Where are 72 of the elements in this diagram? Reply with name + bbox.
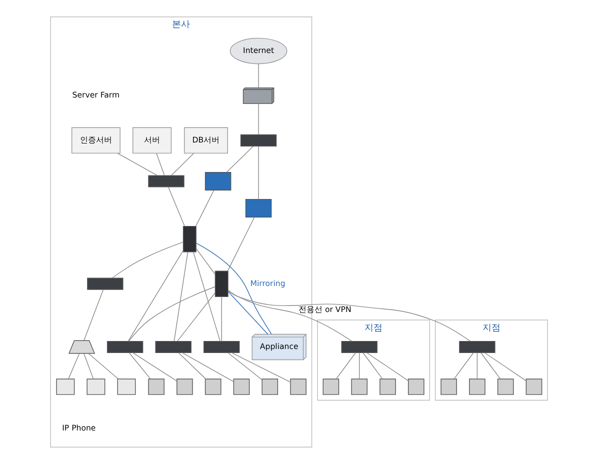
node-box: [214, 270, 228, 297]
node-box: [408, 378, 424, 395]
connector: [112, 242, 184, 278]
connector: [227, 216, 255, 272]
connector: [192, 252, 220, 342]
node-box: [290, 378, 306, 395]
node-box: [233, 378, 250, 395]
cluster: 지점: [434, 320, 548, 401]
connector: [168, 186, 185, 227]
node-box: [117, 378, 136, 395]
node-box: [86, 378, 106, 395]
node-box: [526, 378, 542, 395]
connector: [128, 286, 216, 342]
connector: [171, 153, 194, 176]
connector: [117, 152, 158, 176]
node-box: [148, 175, 184, 188]
connector: [196, 242, 272, 335]
connector: [176, 292, 216, 342]
connector: [88, 353, 118, 380]
connector: [258, 103, 259, 135]
node-box: [204, 172, 232, 190]
connector: [84, 353, 94, 380]
node-box: [469, 378, 486, 395]
node-box: [341, 340, 378, 354]
connector: [336, 352, 356, 380]
connector: [359, 352, 360, 380]
connector: [228, 290, 352, 342]
connector: [454, 352, 474, 380]
node-box: [155, 340, 192, 354]
connector: [484, 352, 526, 382]
connector: [128, 250, 184, 342]
connector: [231, 352, 291, 382]
connector: [174, 252, 188, 342]
node-box: [262, 378, 278, 395]
connector: [178, 352, 206, 380]
node-box: [148, 378, 164, 395]
connector: [480, 352, 501, 380]
node-box: [106, 340, 144, 354]
node-box: [440, 378, 457, 395]
node-box: [68, 340, 96, 354]
connector: [228, 291, 268, 335]
connector: [68, 353, 80, 380]
connector: [196, 248, 216, 275]
node-box: [497, 378, 514, 395]
node-box: [322, 378, 340, 395]
node-box: [351, 378, 368, 395]
connector: [226, 146, 254, 173]
connector: [476, 352, 478, 380]
node-box: [459, 340, 496, 354]
node-box: [204, 378, 222, 395]
connector: [156, 153, 165, 176]
connector: [366, 352, 409, 382]
node-box: [87, 278, 124, 290]
connector: [84, 289, 104, 341]
connector: [362, 352, 383, 380]
node-box: [56, 378, 75, 395]
connector: [182, 352, 234, 382]
node-box: [182, 226, 196, 252]
connector: [228, 290, 471, 342]
node-box: [380, 378, 396, 395]
cluster: 지점: [317, 320, 430, 401]
node-box: [240, 134, 277, 146]
connector: [128, 352, 151, 380]
connector: [132, 352, 178, 382]
node-box: [176, 378, 193, 395]
connector: [258, 146, 259, 200]
connector: [258, 64, 259, 88]
connector: [195, 190, 214, 227]
connector: [228, 352, 262, 380]
node-box: [204, 340, 240, 354]
connector: [221, 296, 222, 342]
node-box: [245, 199, 272, 218]
